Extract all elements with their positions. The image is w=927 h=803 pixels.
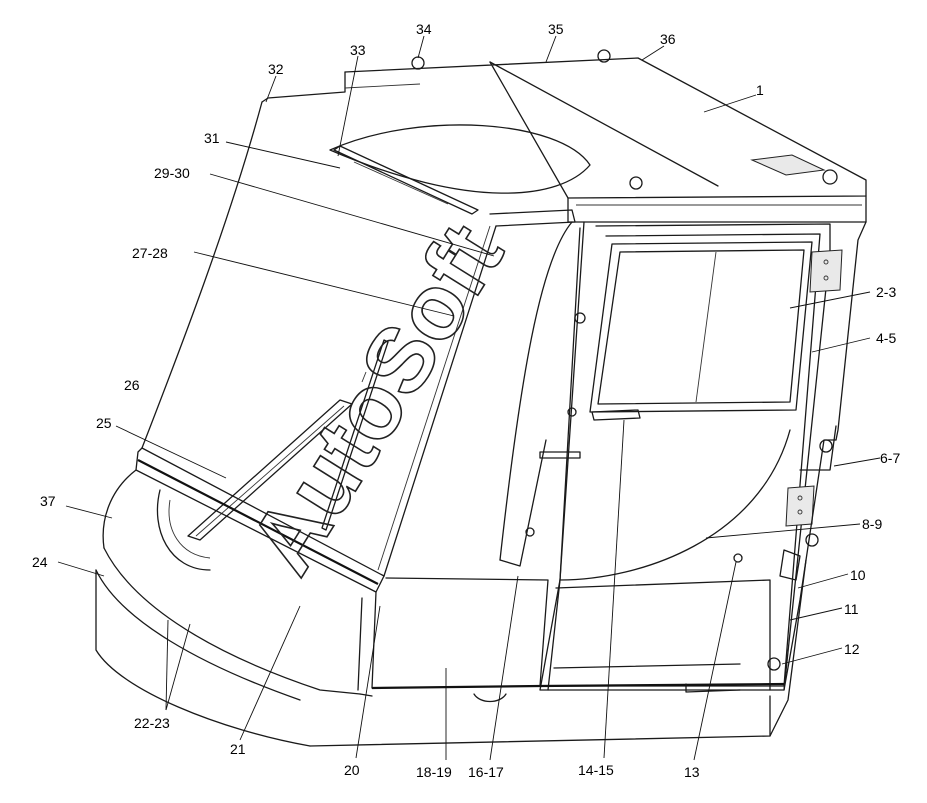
callout-label: 27-28 <box>132 245 168 261</box>
callout-label: 34 <box>416 21 432 37</box>
callout-label: 33 <box>350 42 366 58</box>
callout-label: 20 <box>344 762 360 778</box>
callout-label: 10 <box>850 567 866 583</box>
callout-label: 6-7 <box>880 450 900 466</box>
upper-wiper <box>333 145 479 215</box>
callout-label: 14-15 <box>578 762 614 778</box>
callout-label: 22-23 <box>134 715 170 731</box>
callout-label: 18-19 <box>416 764 452 780</box>
callout-label: 16-17 <box>468 764 504 780</box>
floor-base <box>473 683 741 703</box>
door-hinges <box>785 249 843 527</box>
door <box>539 223 831 691</box>
front-wiper-arm <box>187 339 389 541</box>
callout-label: 13 <box>684 764 700 780</box>
callout-label: 24 <box>32 554 48 570</box>
side-column <box>499 221 585 691</box>
callout-label: 11 <box>844 601 859 617</box>
rear-post <box>767 221 867 737</box>
callout-label: 36 <box>660 31 676 47</box>
callout-label: 12 <box>844 641 860 657</box>
watermark: AutoSoft <box>230 207 522 590</box>
callout-label: 2-3 <box>876 284 896 300</box>
front-lower-panel <box>357 577 549 697</box>
callout-label: 21 <box>230 741 246 757</box>
callout-label: 31 <box>204 130 220 146</box>
front-lower-fascia <box>95 447 771 747</box>
callout-label: 26 <box>124 377 140 393</box>
windshield <box>141 101 576 577</box>
callout-labels: 1 2-3 4-5 6-7 8-9 10 11 12 13 14-15 16-1… <box>32 21 900 780</box>
callout-label: 1 <box>756 82 764 98</box>
callout-label: 29-30 <box>154 165 190 181</box>
callout-label: 4-5 <box>876 330 896 346</box>
callout-label: 32 <box>268 61 284 77</box>
callout-label: 35 <box>548 21 564 37</box>
callout-label: 25 <box>96 415 112 431</box>
leader-lines <box>57 35 881 761</box>
callout-label: 8-9 <box>862 516 882 532</box>
callout-label: 37 <box>40 493 56 509</box>
